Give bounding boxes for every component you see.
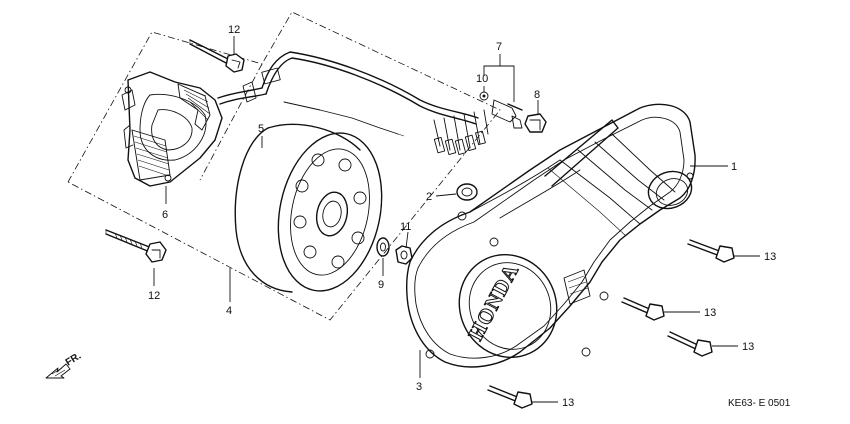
callout-1: 1 [731, 161, 737, 173]
stator-wire-harness[interactable] [217, 51, 489, 155]
group-frame-generator [67, 11, 501, 321]
diagram-code: KE63- E 0501 [728, 398, 791, 409]
callout-10: 10 [476, 73, 488, 85]
leader-lines [153, 36, 760, 403]
crankcase-cover[interactable] [405, 103, 697, 373]
washer[interactable] [376, 237, 390, 257]
bolt-13-a[interactable] [687, 239, 735, 263]
callout-9: 9 [378, 279, 384, 291]
callout-5: 5 [258, 123, 264, 135]
flywheel[interactable] [234, 123, 395, 300]
bolt-13-c[interactable] [667, 331, 713, 357]
callout-11: 11 [400, 221, 411, 233]
stator[interactable] [121, 71, 223, 187]
callout-12-lower: 12 [148, 290, 160, 302]
callout-13-d: 13 [562, 397, 574, 409]
callout-12-top: 12 [228, 24, 240, 36]
bolt-13-d[interactable] [487, 385, 533, 409]
callout-13-a: 13 [764, 251, 776, 263]
callout-2: 2 [426, 191, 432, 203]
bolt-13-b[interactable] [621, 297, 665, 321]
callout-13-c: 13 [742, 341, 754, 353]
callout-7: 7 [496, 41, 502, 53]
group-frame-inner [199, 63, 263, 181]
callout-4: 4 [226, 305, 232, 317]
callout-3: 3 [416, 381, 422, 393]
callout-13-b: 13 [704, 307, 716, 319]
bolt-12-top[interactable] [189, 39, 245, 73]
front-direction-label: FR. [64, 351, 84, 369]
callout-6: 6 [162, 209, 168, 221]
oil-seal[interactable] [456, 183, 478, 201]
switch-nut[interactable] [524, 113, 547, 133]
callout-8: 8 [534, 89, 540, 101]
brand-logo-text: HONDA [463, 260, 523, 345]
front-direction-arrow-icon [45, 363, 71, 379]
bolt-12-lower[interactable] [105, 229, 167, 263]
